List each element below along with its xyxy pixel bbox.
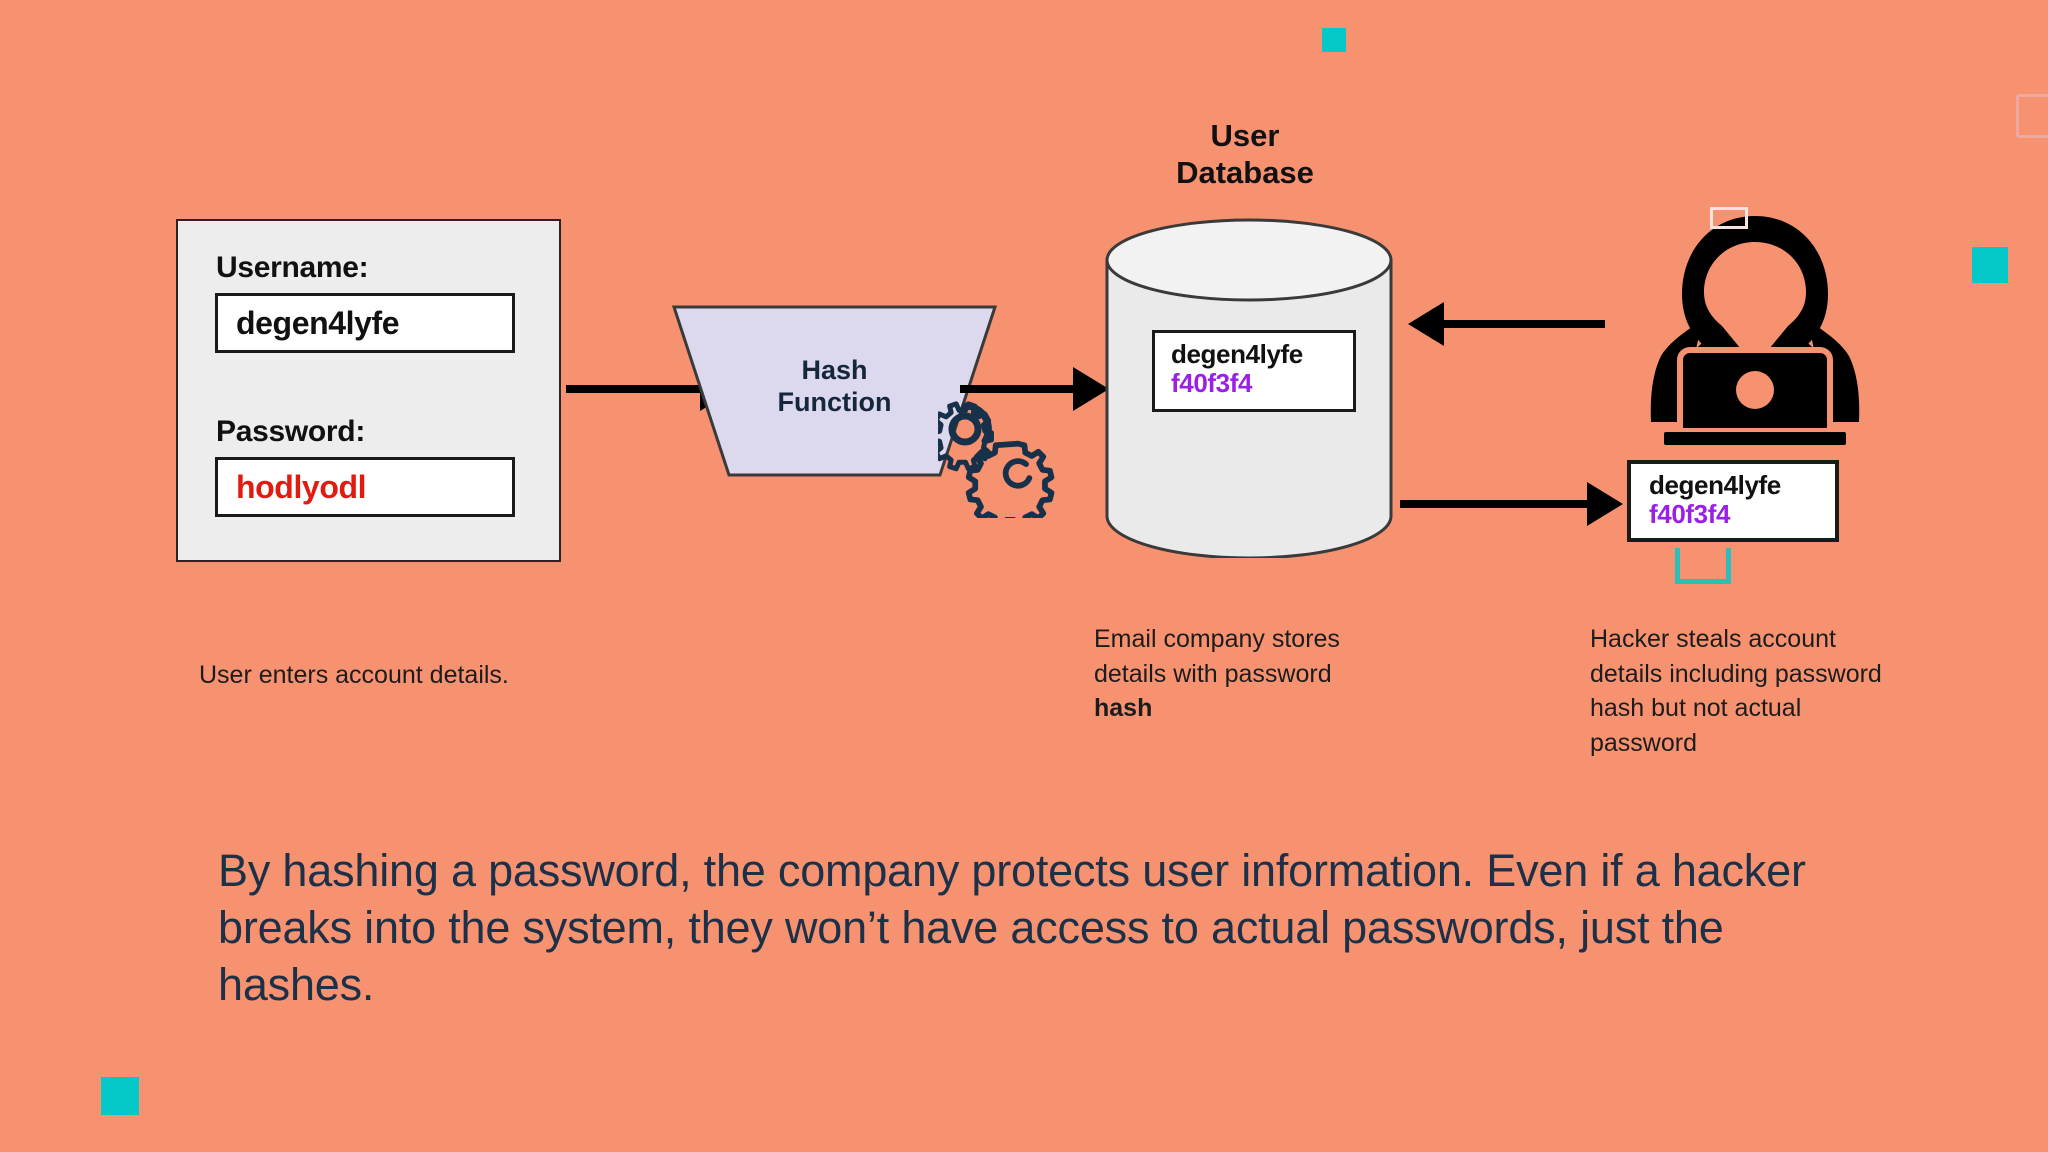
stolen-box-teal-underline — [1675, 548, 1731, 584]
caption-company-bold: hash — [1094, 694, 1153, 722]
decorative-square-bottom-left — [101, 1077, 139, 1115]
decorative-square-outline-corner — [2016, 94, 2048, 138]
arrow-hash-to-database-line — [960, 385, 1090, 393]
hash-function-shape — [672, 305, 997, 477]
username-input[interactable]: degen4lyfe — [215, 293, 515, 353]
caption-user-enters: User enters account details. — [199, 661, 509, 689]
arrow-hash-to-database-head — [1073, 367, 1109, 411]
hacker-icon — [1630, 198, 1880, 449]
caption-company-text: Email company stores details with passwo… — [1094, 625, 1340, 688]
password-label: Password: — [216, 415, 366, 448]
username-value: degen4lyfe — [236, 304, 400, 341]
hacker-head-marker — [1710, 207, 1748, 229]
password-value: hodlyodl — [236, 468, 367, 505]
database-title-line2: Database — [1176, 154, 1314, 190]
database-record: degen4lyfe f40f3f4 — [1152, 330, 1356, 412]
stolen-hash: f40f3f4 — [1649, 499, 1731, 530]
summary-paragraph: By hashing a password, the company prote… — [218, 845, 1806, 1011]
arrow-database-to-stolen-head — [1587, 482, 1623, 526]
database-title-line1: User — [1210, 118, 1280, 153]
password-input[interactable]: hodlyodl — [215, 457, 515, 517]
arrow-hacker-to-database-line — [1425, 320, 1605, 328]
stolen-credentials-box: degen4lyfe f40f3f4 — [1627, 460, 1839, 542]
decorative-square-right — [1972, 247, 2008, 283]
username-label: Username: — [216, 251, 369, 284]
caption-hacker-steals: Hacker steals account details including … — [1590, 625, 1882, 757]
database-record-username: degen4lyfe — [1171, 339, 1303, 369]
arrow-database-to-stolen-line — [1400, 500, 1600, 508]
database-title: User Database — [1085, 118, 1405, 191]
database-record-hash: f40f3f4 — [1171, 368, 1253, 399]
gears-icon — [930, 398, 1068, 530]
login-form-panel: Username: degen4lyfe Password: hodlyodl — [176, 219, 561, 562]
arrow-form-to-hash-line — [566, 385, 706, 393]
caption-company-stores: Email company stores details with passwo… — [1094, 622, 1394, 726]
decorative-square-top — [1322, 28, 1346, 52]
arrow-hacker-to-database-head — [1408, 302, 1444, 346]
stolen-username: degen4lyfe — [1649, 470, 1781, 500]
